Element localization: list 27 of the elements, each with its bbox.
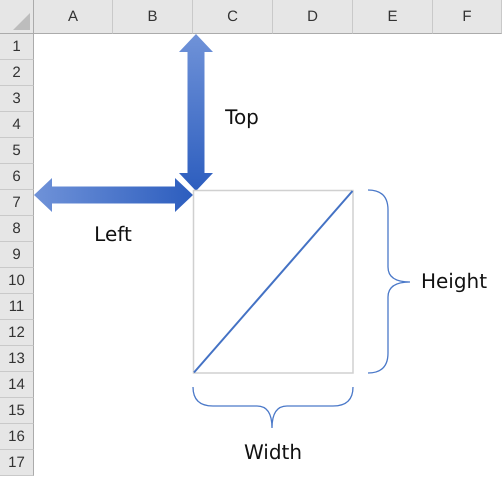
dimension-label: Width	[244, 440, 302, 464]
column-header: F	[433, 0, 502, 34]
dimension-label: Height	[420, 269, 488, 293]
row-header: 15	[0, 398, 34, 424]
row-header: 4	[0, 112, 34, 138]
row-header: 6	[0, 164, 34, 190]
row-header: 8	[0, 216, 34, 242]
column-header: C	[193, 0, 273, 34]
row-header: 17	[0, 450, 34, 476]
column-header: A	[34, 0, 113, 34]
row-header: 13	[0, 346, 34, 372]
row-header: 11	[0, 294, 34, 320]
row-header: 14	[0, 372, 34, 398]
row-header: 5	[0, 138, 34, 164]
row-header: 12	[0, 320, 34, 346]
row-header: 9	[0, 242, 34, 268]
row-header: 1	[0, 34, 34, 60]
row-header: 7	[0, 190, 34, 216]
column-header: B	[113, 0, 193, 34]
column-header: E	[353, 0, 433, 34]
row-header: 2	[0, 60, 34, 86]
row-header: 16	[0, 424, 34, 450]
row-header: 10	[0, 268, 34, 294]
dimension-label: Left	[94, 222, 132, 246]
row-header: 3	[0, 86, 34, 112]
column-header: D	[273, 0, 353, 34]
dimension-label: Top	[225, 105, 259, 129]
